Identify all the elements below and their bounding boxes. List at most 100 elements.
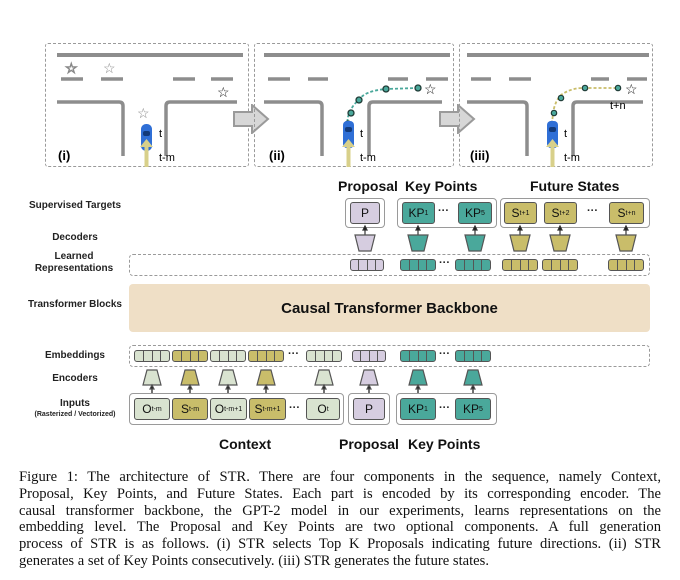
row-label-learned-representations: Learned Representations: [34, 251, 114, 274]
row-label-inputs-subtitle: (Rasterized / Vectorized): [34, 411, 116, 418]
token-subscript: t-m+1: [224, 405, 243, 413]
ellipsis: ···: [438, 205, 449, 217]
decoder-state-2: [549, 224, 571, 252]
input-token-proposal: P: [353, 398, 385, 420]
learned-representations-row: [129, 254, 650, 276]
embedding-obs-t: [306, 350, 342, 362]
token-subscript: t-m: [151, 405, 162, 413]
scene-label: (iii): [470, 148, 490, 163]
header-key-points-bottom: Key Points: [408, 436, 481, 452]
scene-label: (ii): [269, 148, 285, 163]
header-future-states-top: Future States: [530, 178, 620, 194]
caption-line: embedding level. The Proposal and Key Po…: [19, 519, 661, 536]
star-icon: ☆: [65, 60, 78, 76]
decoder-state-1: [509, 224, 531, 252]
encoder-kp-1: [408, 369, 428, 393]
token-label: O: [142, 402, 152, 416]
token-subscript: 5: [481, 209, 485, 217]
token-label: S: [511, 206, 520, 220]
caption-line: Proposal, Key Points, and Future States.…: [19, 485, 661, 502]
representation-state-2: [542, 259, 578, 271]
decoder-proposal: [354, 224, 376, 252]
header-key-points-top: Key Points: [405, 178, 478, 194]
scene-i-drawing: ☆ ☆ ☆ ☆: [57, 53, 243, 167]
row-label-inputs: Inputs: [60, 398, 90, 409]
target-star-icon: ☆: [424, 81, 437, 97]
encoder-obs-t-m: [142, 369, 162, 393]
header-proposal-bottom: Proposal: [339, 436, 399, 452]
history-arrow-icon: [546, 139, 559, 147]
token-label: S: [617, 206, 626, 220]
token-label: KP: [465, 206, 482, 220]
star-icon: ☆: [137, 105, 150, 121]
figure-caption: Figure 1: The architecture of STR. There…: [19, 469, 661, 570]
token-label: O: [317, 402, 327, 416]
token-label: KP: [408, 206, 425, 220]
star-icon: ☆: [103, 60, 116, 76]
token-subscript: 1: [424, 405, 428, 413]
representation-state-n: [608, 259, 644, 271]
embedding-kp-1: [400, 350, 436, 362]
embedding-obs-t-m-plus-1: [210, 350, 246, 362]
representation-kp-1: [400, 259, 436, 271]
key-point-markers: [344, 84, 422, 128]
target-token-proposal: P: [350, 202, 380, 224]
token-label: S: [254, 402, 263, 416]
time-label-t-m: t-m: [360, 152, 376, 164]
token-subscript: t+1: [519, 209, 530, 217]
embedding-state-t-m: [172, 350, 208, 362]
time-label-t: t: [159, 128, 163, 140]
token-subscript: t+2: [559, 209, 570, 217]
step-arrow-icon: [439, 104, 476, 134]
encoder-state-t-m-plus-1: [256, 369, 276, 393]
token-subscript: 1: [424, 209, 429, 217]
ellipsis: ···: [289, 402, 300, 414]
time-label-t-plus-n: t+n: [610, 100, 626, 112]
ellipsis: ···: [439, 257, 450, 269]
row-label-decoders: Decoders: [52, 232, 98, 243]
token-subscript: t: [326, 405, 329, 413]
representation-kp-5: [455, 259, 491, 271]
time-label-t-m: t-m: [564, 152, 580, 164]
time-label-t: t: [564, 128, 568, 140]
time-label-t: t: [360, 128, 364, 140]
encoder-row: [142, 369, 483, 393]
token-label: KP: [463, 402, 480, 416]
encoder-kp-5: [463, 369, 483, 393]
scene-iii-drawing: ☆: [467, 53, 649, 167]
embedding-proposal: [352, 350, 386, 362]
row-label-supervised-targets: Supervised Targets: [28, 200, 122, 211]
row-label-encoders: Encoders: [52, 373, 98, 384]
token-label: S: [551, 206, 560, 220]
token-subscript: t-m+1: [262, 405, 281, 413]
history-arrow-icon: [342, 139, 355, 147]
caption-line: generates a set of Key Points consecutiv…: [19, 552, 489, 569]
representation-state-1: [502, 259, 538, 271]
ellipsis: ···: [439, 402, 450, 414]
token-label: P: [364, 402, 373, 416]
history-arrow-icon: [140, 139, 153, 147]
embedding-obs-t-m: [134, 350, 170, 362]
scene-label: (i): [58, 148, 71, 163]
encoder-state-t-m: [180, 369, 200, 393]
row-label-embeddings: Embeddings: [44, 350, 105, 361]
decoder-state-n: [615, 224, 637, 252]
target-star-icon: ☆: [625, 81, 638, 97]
row-label-transformer-blocks: Transformer Blocks: [28, 299, 122, 310]
ellipsis: ···: [439, 348, 450, 360]
embedding-state-t-m-plus-1: [248, 350, 284, 362]
representation-proposal: [350, 259, 384, 271]
embedding-kp-5: [455, 350, 491, 362]
decoder-kp-5: [464, 224, 486, 252]
caption-line: Figure 1: The architecture of STR. There…: [19, 469, 661, 485]
ellipsis: ···: [288, 348, 299, 360]
